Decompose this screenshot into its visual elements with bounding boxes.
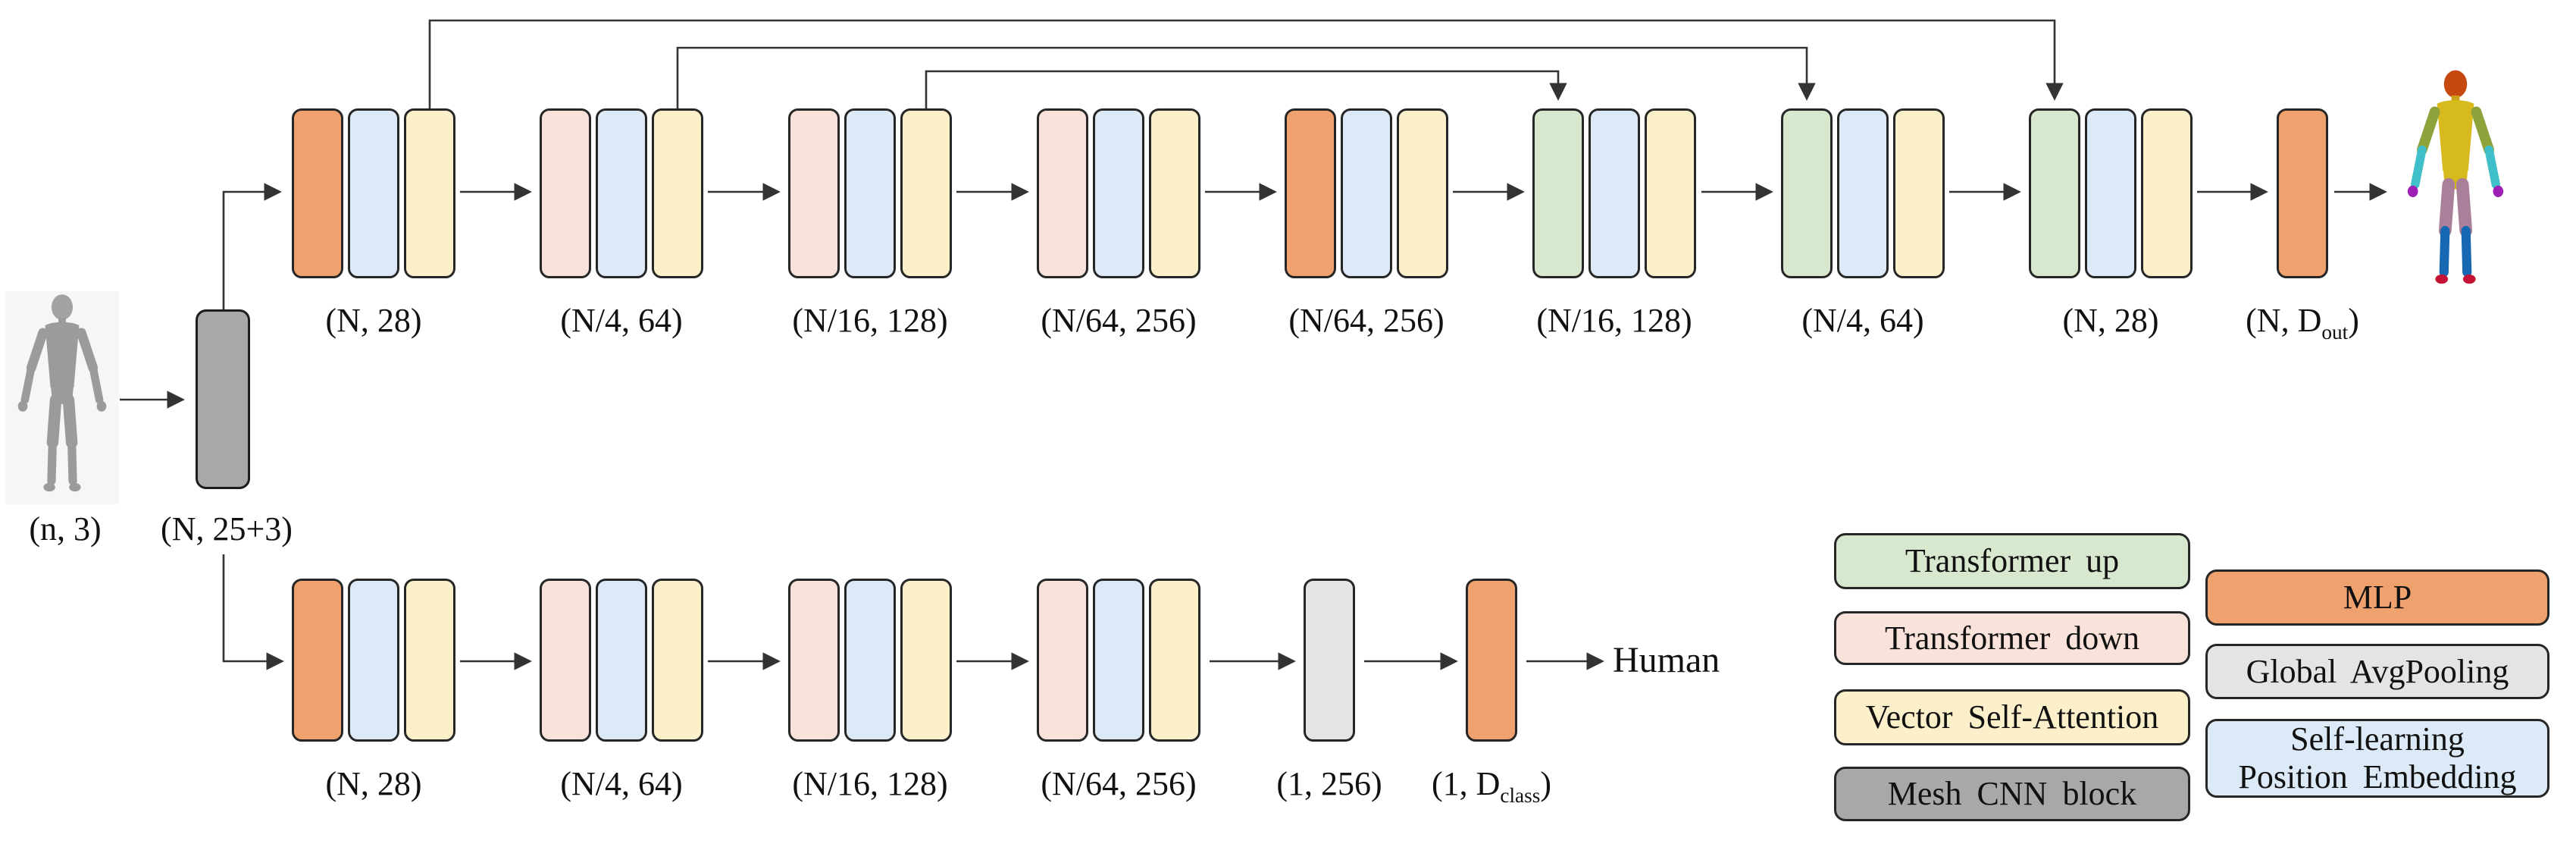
seg-block-3: (N/16, 128) xyxy=(747,108,994,340)
block-shape-label: (N, 28) xyxy=(325,302,422,339)
skip-connection-3 xyxy=(925,70,1567,108)
block-shape-label: (N/64, 256) xyxy=(1041,765,1197,802)
input-mesh-image xyxy=(3,291,121,510)
legend-transformer-down: Transformer down xyxy=(1834,611,2190,665)
legend-mlp: MLP xyxy=(2205,569,2549,626)
vector-self-attention-bar xyxy=(1397,108,1448,278)
legend-transformer-up: Transformer up xyxy=(1834,533,2190,589)
cls-block-4: (N/64, 256) xyxy=(995,579,1242,804)
position-embedding-bar xyxy=(844,579,896,742)
block-shape-label: (N/16, 128) xyxy=(792,765,948,802)
legend-self-learning-position-embedding: Self-learning Position Embedding xyxy=(2205,719,2549,798)
vector-self-attention-bar xyxy=(652,108,703,278)
avgpool-bar xyxy=(1304,579,1355,742)
mlp-bar xyxy=(1466,579,1517,742)
seg-block-6: (N/16, 128) xyxy=(1491,108,1738,340)
output-segmented-mesh-image xyxy=(2380,67,2531,303)
mlp-bar xyxy=(292,108,343,278)
legend-label: Mesh CNN block xyxy=(1887,775,2137,812)
vector-self-attention-bar xyxy=(1149,108,1200,278)
mlp-bar xyxy=(2277,108,2328,278)
vector-self-attention-bar xyxy=(1149,579,1200,742)
cls-block-1: (N, 28) xyxy=(250,579,497,804)
transformer-down-bar xyxy=(788,579,840,742)
block-shape-label: (N/4, 64) xyxy=(560,302,683,339)
vector-self-attention-bar xyxy=(404,579,455,742)
seg-block-7: (N/4, 64) xyxy=(1739,108,1986,340)
block-shape-label: (N/16, 128) xyxy=(1536,302,1692,339)
block-shape-label: (1, Dclass) xyxy=(1431,765,1552,807)
meshcnn-shape-label: (N, 25+3) xyxy=(161,510,293,548)
block-shape-label: (N/4, 64) xyxy=(1801,302,1924,339)
position-embedding-bar xyxy=(1588,108,1640,278)
cls-block-2: (N/4, 64) xyxy=(498,579,745,804)
seg-output-mlp: (N, Dout) xyxy=(2179,108,2426,344)
transformer-down-bar xyxy=(788,108,840,278)
transformer-up-bar xyxy=(1781,108,1833,278)
gray-human-mesh-icon xyxy=(5,291,119,504)
mlp-bar xyxy=(1285,108,1336,278)
block-shape-label: (N, Dout) xyxy=(2246,302,2359,344)
block-shape-label: (N, 28) xyxy=(325,765,422,802)
global-avgpooling-block: (1, 256) xyxy=(1206,579,1453,804)
legend-vector-self-attention: Vector Self-Attention xyxy=(1834,689,2190,745)
block-shape-label: (N/64, 256) xyxy=(1288,302,1445,339)
input-shape-label: (n, 3) xyxy=(29,510,102,548)
block-shape-label: (N/64, 256) xyxy=(1041,302,1197,339)
legend-mesh-cnn-block: Mesh CNN block xyxy=(1834,767,2190,821)
mesh-cnn-block xyxy=(196,309,250,489)
seg-block-1: (N, 28) xyxy=(250,108,497,340)
seg-block-8: (N, 28) xyxy=(1987,108,2234,340)
mlp-bar xyxy=(292,579,343,742)
position-embedding-bar xyxy=(1837,108,1889,278)
legend-label-line1: Self-learning xyxy=(2290,720,2465,758)
seg-block-2: (N/4, 64) xyxy=(498,108,745,340)
vector-self-attention-bar xyxy=(652,579,703,742)
transformer-up-bar xyxy=(2029,108,2080,278)
position-embedding-bar xyxy=(844,108,896,278)
block-shape-label: (N/16, 128) xyxy=(792,302,948,339)
position-embedding-bar xyxy=(1093,579,1144,742)
vector-self-attention-bar xyxy=(1893,108,1945,278)
transformer-down-bar xyxy=(540,108,591,278)
vector-self-attention-bar xyxy=(900,108,952,278)
skip-connection-1 xyxy=(428,19,2064,108)
block-shape-label: (1, 256) xyxy=(1276,765,1382,802)
legend-label: Transformer up xyxy=(1905,542,2120,579)
position-embedding-bar xyxy=(2085,108,2136,278)
position-embedding-bar xyxy=(348,108,399,278)
cls-block-3: (N/16, 128) xyxy=(747,579,994,804)
block-shape-label: (N/4, 64) xyxy=(560,765,683,802)
predicted-class-text: Human xyxy=(1613,640,1720,680)
legend-label: Vector Self-Attention xyxy=(1865,698,2159,736)
position-embedding-bar xyxy=(596,108,647,278)
seg-block-5: (N/64, 256) xyxy=(1243,108,1490,340)
legend-label-line2: Position Embedding xyxy=(2238,758,2517,795)
colored-human-mesh-icon xyxy=(2407,70,2504,284)
legend-global-avgpooling: Global AvgPooling xyxy=(2205,644,2549,699)
position-embedding-bar xyxy=(1341,108,1392,278)
transformer-down-bar xyxy=(1037,579,1088,742)
position-embedding-bar xyxy=(596,579,647,742)
transformer-down-bar xyxy=(540,579,591,742)
transformer-down-bar xyxy=(1037,108,1088,278)
legend-label: MLP xyxy=(2343,579,2412,616)
skip-connection-2 xyxy=(676,46,1816,108)
seg-block-4: (N/64, 256) xyxy=(995,108,1242,340)
cls-output-mlp: (1, Dclass) xyxy=(1368,579,1615,807)
position-embedding-bar xyxy=(348,579,399,742)
legend-label: Transformer down xyxy=(1884,619,2140,657)
vector-self-attention-bar xyxy=(900,579,952,742)
vector-self-attention-bar xyxy=(1645,108,1696,278)
vector-self-attention-bar xyxy=(404,108,455,278)
legend-label: Global AvgPooling xyxy=(2246,652,2509,690)
block-shape-label: (N, 28) xyxy=(2062,302,2159,339)
transformer-up-bar xyxy=(1532,108,1584,278)
position-embedding-bar xyxy=(1093,108,1144,278)
vector-self-attention-bar xyxy=(2141,108,2193,278)
